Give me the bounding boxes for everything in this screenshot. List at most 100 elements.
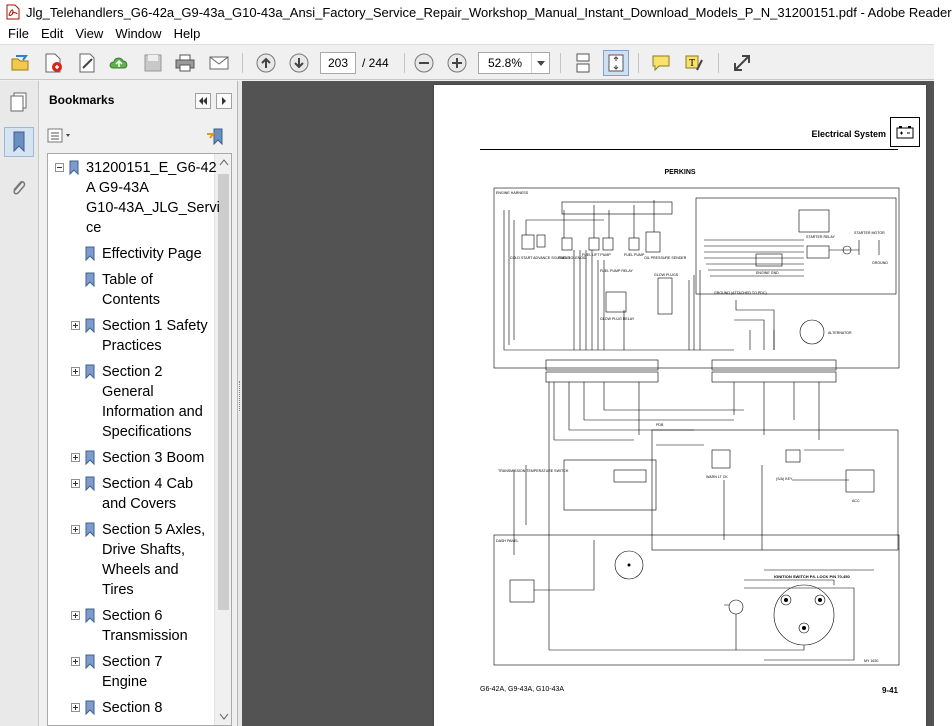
email-button[interactable]	[206, 50, 232, 76]
arrow-down-circle-icon	[289, 53, 309, 73]
battery-icon	[890, 117, 920, 147]
bookmark-label-line: Section 3 Boom	[102, 450, 205, 466]
expand-icon[interactable]	[71, 321, 80, 330]
open-button[interactable]	[8, 50, 34, 76]
dash-panel-label: DASH PANEL	[496, 539, 519, 543]
expand-icon[interactable]	[71, 525, 80, 534]
save-disk-icon	[144, 54, 162, 72]
bookmark-icon	[85, 318, 95, 334]
zoom-out-button[interactable]	[411, 50, 437, 76]
previous-page-button[interactable]	[253, 50, 279, 76]
paperclip-icon	[13, 181, 26, 195]
bookmark-label-line: Practices	[102, 338, 162, 354]
toolbar-separator	[718, 53, 719, 73]
trans-temp-label: TRANSMISSION TEMPERATURE SWITCH	[498, 469, 569, 473]
bookmark-ribbon-icon	[13, 131, 25, 153]
edit-page-icon	[79, 53, 95, 73]
starter-relay-label: STARTER RELAY	[806, 235, 836, 239]
expand-icon[interactable]	[71, 479, 80, 488]
upload-button[interactable]	[106, 50, 132, 76]
expand-icon[interactable]	[71, 703, 80, 712]
zoom-level-select[interactable]: 52.8%	[478, 52, 550, 74]
scrollbar-thumb[interactable]	[218, 174, 229, 610]
bookmark-label: Effectivity Page	[102, 244, 202, 264]
highlight-text-button[interactable]: T	[681, 50, 707, 76]
attachments-panel-button[interactable]	[4, 173, 34, 203]
toolbar-separator	[404, 53, 405, 73]
glow-plugs-label: GLOW PLUGS	[654, 273, 679, 277]
document-view[interactable]: Electrical System PERKINS	[242, 81, 934, 726]
bookmark-label-line: Effectivity Page	[102, 246, 202, 262]
bookmarks-title: Bookmarks	[49, 93, 115, 107]
page-header-title: Electrical System	[811, 129, 886, 139]
zoom-in-button[interactable]	[444, 50, 470, 76]
plus-circle-icon	[447, 53, 467, 73]
pages-panel-button[interactable]	[4, 87, 34, 117]
window-title: Jlg_Telehandlers_G6-42a_G9-43a_G10-43a_A…	[26, 4, 952, 20]
scroll-up-arrow[interactable]	[215, 154, 232, 171]
create-pdf-button[interactable]	[40, 50, 66, 76]
scrolling-mode-button[interactable]	[570, 50, 596, 76]
expand-icon[interactable]	[71, 611, 80, 620]
print-button[interactable]	[172, 50, 198, 76]
options-menu-button[interactable]	[47, 127, 75, 145]
bookmark-label-line: Information and	[102, 404, 203, 420]
envelope-icon	[209, 56, 229, 70]
bookmark-label-line: Section 2	[102, 364, 163, 380]
bookmark-item[interactable]: Section 3 Boom	[48, 448, 214, 468]
bookmark-label-line: Section 1 Safety	[102, 318, 208, 334]
expand-view-button[interactable]	[729, 50, 755, 76]
menu-window[interactable]: Window	[115, 26, 162, 41]
menu-help[interactable]: Help	[173, 26, 201, 41]
panel-splitter[interactable]	[238, 81, 242, 726]
chevron-down-icon[interactable]	[531, 53, 549, 73]
hide-panel-button[interactable]	[216, 93, 232, 109]
bookmarks-header: Bookmarks	[39, 81, 238, 121]
toolbar-separator	[560, 53, 561, 73]
drawing-code-label: MY 1630	[864, 659, 878, 663]
fuel-pump-label: FUEL PUMP	[624, 253, 645, 257]
bookmark-label-line: ce	[86, 220, 102, 236]
menu-edit[interactable]: Edit	[40, 26, 64, 41]
expand-icon[interactable]	[71, 453, 80, 462]
bookmark-label-line: Transmission	[102, 628, 188, 644]
page-footer-number: 9-41	[881, 686, 898, 695]
bookmarks-panel-button[interactable]	[4, 127, 34, 157]
engine-harness-label: ENGINE HARNESS	[496, 191, 529, 195]
bookmark-item[interactable]: Effectivity Page	[48, 244, 214, 264]
expand-icon[interactable]	[71, 367, 80, 376]
bookmark-label: Section 8	[102, 698, 162, 718]
save-button[interactable]	[140, 50, 166, 76]
scroll-down-arrow[interactable]	[215, 708, 232, 725]
bookmarks-scrollbar[interactable]	[214, 154, 231, 725]
highlight-marker-icon: T	[685, 55, 703, 71]
open-folder-icon	[11, 55, 29, 71]
page-number-input[interactable]: 203	[320, 52, 356, 74]
next-page-button[interactable]	[286, 50, 312, 76]
edit-document-button[interactable]	[74, 50, 100, 76]
menu-view[interactable]: View	[75, 26, 104, 41]
comment-button[interactable]	[648, 50, 674, 76]
glow-plug-relay-label: GLOW PLUG RELAY	[600, 317, 635, 321]
collapse-panel-button[interactable]	[195, 93, 211, 109]
bookmark-icon	[85, 272, 95, 288]
expand-icon[interactable]	[71, 657, 80, 666]
fit-page-button[interactable]	[603, 50, 629, 76]
collapse-icon[interactable]	[55, 163, 64, 172]
menu-file[interactable]: File	[8, 26, 29, 41]
bookmark-icon	[85, 608, 95, 624]
new-bookmark-button[interactable]	[205, 125, 227, 147]
bookmark-item[interactable]: Section 8	[48, 698, 214, 718]
